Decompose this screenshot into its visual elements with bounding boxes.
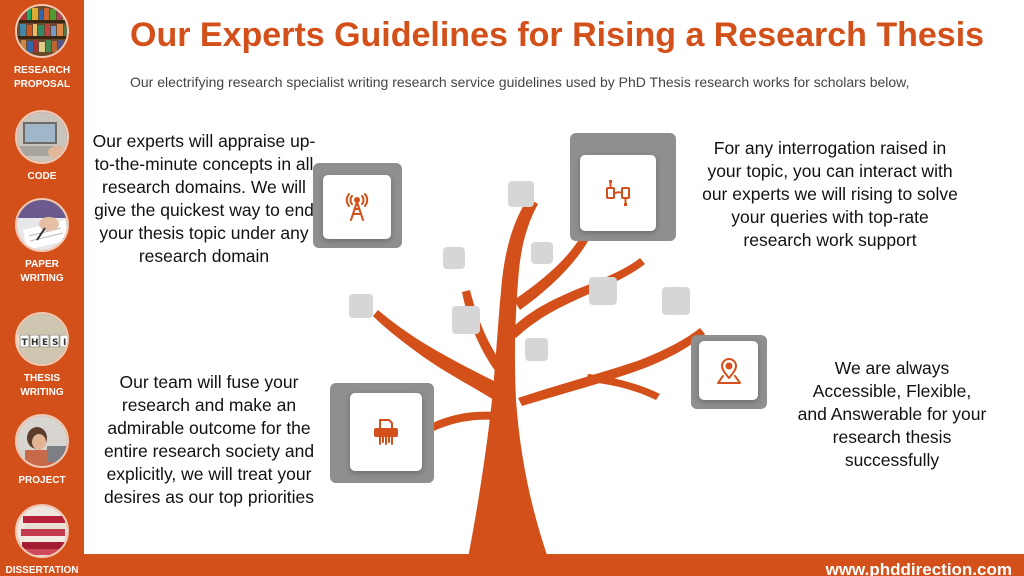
footer-bar: www.phddirection.com (84, 554, 1024, 576)
card-face (580, 155, 656, 231)
sidebar-item-label: PAPER WRITING (20, 259, 64, 284)
leaf-square (452, 306, 480, 334)
sidebar: RESEARCH PROPOSAL CODE (0, 0, 84, 576)
sidebar-item-label: THESIS WRITING (20, 373, 64, 398)
signal-card[interactable] (313, 163, 402, 248)
sidebar-item-label: CODE (27, 171, 57, 182)
sidebar-item-label: DISSERTATION (5, 565, 79, 576)
location-card[interactable] (691, 335, 767, 409)
sidebar-item-paper-writing[interactable]: PAPER WRITING (0, 198, 84, 286)
svg-text:E: E (42, 338, 48, 348)
card-face (699, 341, 758, 400)
sidebar-item-project[interactable]: PROJECT (0, 414, 84, 488)
leaf-square (589, 277, 617, 305)
card-face (350, 393, 422, 471)
bookshelf-photo-icon (15, 4, 69, 58)
footer-url-link[interactable]: www.phddirection.com (825, 560, 1012, 576)
person-laptop-photo-icon (15, 414, 69, 468)
svg-text:I: I (63, 338, 66, 348)
usb-cable-icon (606, 180, 630, 206)
signal-tower-icon (345, 193, 369, 221)
leaf-square (349, 294, 373, 318)
leaf-square (508, 181, 534, 207)
writing-hand-photo-icon (15, 198, 69, 252)
sidebar-item-label: RESEARCH PROPOSAL (13, 65, 71, 90)
page-title: Our Experts Guidelines for Rising a Rese… (130, 16, 985, 54)
shredder-icon (374, 419, 398, 445)
usb-card[interactable] (570, 133, 676, 241)
map-pin-icon (716, 357, 741, 384)
book-stack-photo-icon (15, 504, 69, 558)
card-face (323, 175, 391, 239)
block-bottom-left: Our team will fuse your research and mak… (103, 372, 315, 507)
shredder-card[interactable] (330, 383, 434, 483)
leaf-square (525, 338, 548, 361)
page-subtitle: Our electrifying research specialist wri… (130, 74, 910, 90)
svg-text:T: T (22, 338, 29, 348)
leaf-square (531, 242, 553, 264)
svg-text:H: H (31, 338, 39, 348)
leaf-square (662, 287, 690, 315)
laptop-photo-icon (15, 110, 69, 164)
svg-text:S: S (52, 338, 58, 348)
block-top-left: Our experts will appraise up-to-the-minu… (92, 131, 316, 266)
sidebar-item-label: PROJECT (18, 475, 66, 486)
sidebar-item-research-proposal[interactable]: RESEARCH PROPOSAL (0, 4, 84, 92)
block-bottom-right: We are always Accessible, Flexible, and … (797, 358, 987, 470)
sidebar-item-code[interactable]: CODE (0, 110, 84, 184)
block-top-right: For any interrogation raised in your top… (702, 138, 958, 250)
sidebar-item-dissertation[interactable]: DISSERTATION (0, 504, 84, 576)
leaf-square (443, 247, 465, 269)
